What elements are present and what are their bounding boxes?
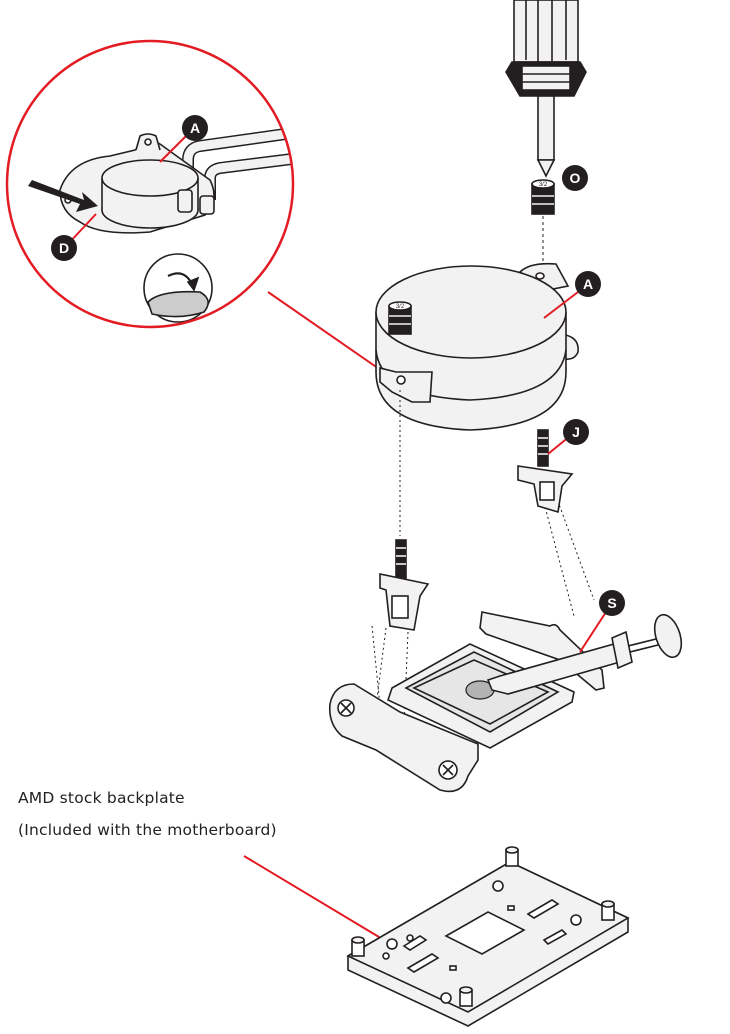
screwdriver (505, 0, 587, 178)
callout-o: O (562, 165, 588, 191)
callout-d-label: D (59, 240, 69, 256)
screw-o: 3/2 (531, 179, 555, 215)
backplate-leader-line (243, 855, 385, 941)
leader-line (579, 611, 607, 653)
alignment-lines (371, 390, 595, 727)
backplate-caption-title: AMD stock backplate (18, 789, 185, 807)
callout-a-cooler-label: A (583, 276, 593, 292)
thermal-paste-syringe (486, 613, 683, 695)
leader-line (159, 131, 191, 163)
cooler-head: 3/2 (375, 262, 579, 431)
standoff-left (379, 539, 430, 631)
backplate-caption-note: (Included with the motherboard) (18, 821, 277, 839)
standoff-j (517, 429, 574, 514)
callout-o-label: O (570, 170, 581, 186)
callout-j-label: J (572, 424, 580, 440)
detail-inset (59, 126, 293, 323)
callout-a-inset: A (182, 115, 208, 141)
screw-mark-label: 3/2 (539, 182, 548, 188)
callout-s: S (599, 590, 625, 616)
callout-a-inset-label: A (190, 120, 200, 136)
direction-arrow-icon (28, 180, 98, 212)
leader-line (543, 291, 579, 319)
inset-border (5, 39, 295, 329)
amd-backplate (346, 846, 630, 1027)
callout-a-cooler: A (575, 271, 601, 297)
cpu-socket (328, 611, 605, 793)
screw-mark-label: 3/2 (396, 304, 405, 310)
callout-j: J (563, 419, 589, 445)
callout-d: D (51, 235, 77, 261)
callout-s-label: S (607, 595, 616, 611)
